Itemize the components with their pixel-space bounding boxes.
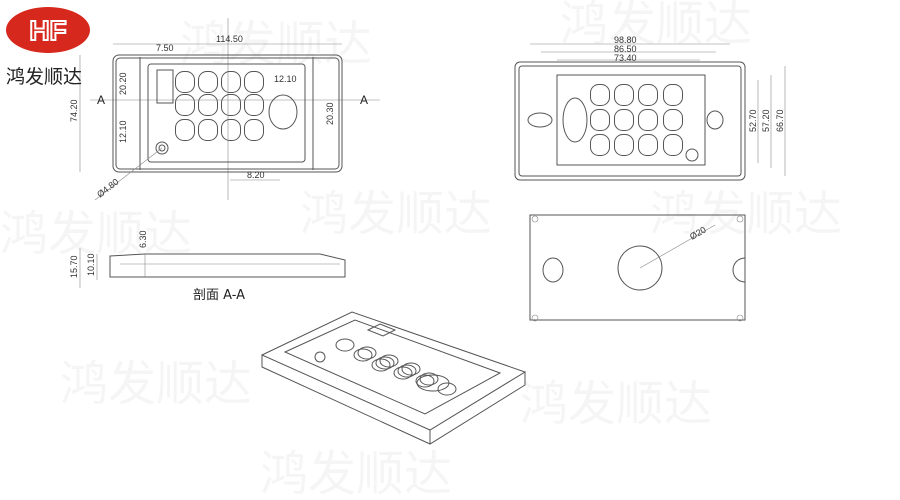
- key-hole: [175, 71, 195, 93]
- key-hole: [614, 84, 634, 106]
- key-hole: [638, 84, 658, 106]
- iso-key-hole: [375, 356, 395, 370]
- bottom-view: 98.80 86.50 73.40 52.70 57.20 66.70: [514, 35, 786, 181]
- svg-text:Ø4.80: Ø4.80: [95, 177, 120, 200]
- key-hole: [244, 119, 264, 141]
- svg-text:98.80: 98.80: [614, 35, 637, 45]
- key-hole: [198, 71, 218, 93]
- iso-key-hole: [437, 382, 457, 396]
- svg-text:8.20: 8.20: [247, 170, 265, 180]
- hf-logo: HF: [6, 7, 90, 53]
- svg-text:20.30: 20.30: [325, 102, 335, 125]
- svg-text:10.10: 10.10: [86, 253, 96, 276]
- svg-text:66.70: 66.70: [775, 109, 785, 132]
- key-hole: [221, 119, 241, 141]
- svg-text:20.20: 20.20: [118, 72, 128, 95]
- iso-key-hole: [335, 338, 355, 352]
- key-hole: [590, 134, 610, 156]
- top-view: 114.50 7.50 74.20 20.20 12.10 12.10 20.3…: [69, 18, 380, 201]
- svg-text:剖面 A-A: 剖面 A-A: [193, 288, 245, 303]
- key-hole: [221, 71, 241, 93]
- key-hole: [638, 109, 658, 131]
- key-hole: [198, 119, 218, 141]
- key-hole: [175, 94, 195, 116]
- key-hole: [614, 134, 634, 156]
- svg-text:114.50: 114.50: [216, 34, 243, 44]
- key-hole: [244, 71, 264, 93]
- svg-text:52.70: 52.70: [748, 109, 758, 132]
- iso-key-hole: [353, 348, 373, 362]
- svg-text:鸿发顺达: 鸿发顺达: [300, 186, 492, 242]
- key-hole: [590, 109, 610, 131]
- key-hole: [175, 119, 195, 141]
- svg-text:73.40: 73.40: [614, 53, 637, 63]
- key-hole: [663, 109, 683, 131]
- key-hole: [221, 94, 241, 116]
- key-hole: [614, 109, 634, 131]
- iso-key-hole: [393, 366, 413, 380]
- key-hole: [663, 84, 683, 106]
- svg-text:12.10: 12.10: [118, 120, 128, 143]
- svg-text:鸿发顺达: 鸿发顺达: [650, 186, 842, 242]
- key-hole: [638, 134, 658, 156]
- svg-text:鸿发顺达: 鸿发顺达: [60, 356, 252, 412]
- svg-text:7.50: 7.50: [156, 43, 174, 53]
- key-hole: [198, 94, 218, 116]
- svg-text:鸿发顺达: 鸿发顺达: [520, 376, 712, 432]
- svg-text:15.70: 15.70: [69, 255, 79, 278]
- svg-text:HF: HF: [29, 15, 66, 46]
- svg-text:74.20: 74.20: [69, 99, 79, 122]
- brand-name: 鸿发顺达: [6, 66, 83, 88]
- isometric-view: [260, 311, 527, 445]
- svg-text:A: A: [97, 93, 105, 107]
- svg-text:A: A: [360, 93, 368, 107]
- iso-key-hole: [415, 374, 435, 388]
- section-view: 15.70 10.10 6.30 剖面 A-A: [69, 230, 346, 303]
- key-hole: [244, 94, 264, 116]
- svg-text:6.30: 6.30: [138, 230, 148, 248]
- key-hole: [590, 84, 610, 106]
- iso-key-hole: [397, 364, 417, 378]
- iso-key-hole: [371, 358, 391, 372]
- iso-key-hole: [357, 346, 377, 360]
- svg-text:86.50: 86.50: [614, 44, 637, 54]
- iso-key-hole: [419, 372, 439, 386]
- svg-text:鸿发顺达: 鸿发顺达: [260, 446, 452, 500]
- svg-text:57.20: 57.20: [761, 109, 771, 132]
- svg-text:12.10: 12.10: [274, 74, 297, 84]
- key-hole: [663, 134, 683, 156]
